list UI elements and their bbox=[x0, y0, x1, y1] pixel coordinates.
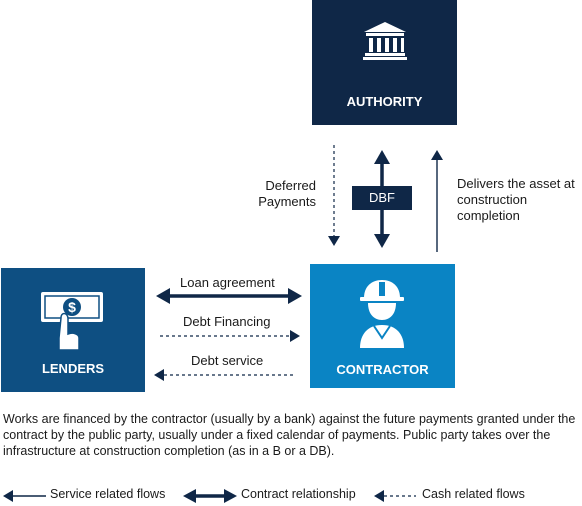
legend-contract-symbol bbox=[183, 489, 237, 503]
lenders-box: $ LENDERS bbox=[1, 268, 145, 392]
debt-financing-label: Debt Financing bbox=[183, 314, 271, 329]
contractor-box: CONTRACTOR bbox=[310, 264, 455, 388]
dbf-label: DBF bbox=[352, 186, 412, 210]
description-text: Works are financed by the contractor (us… bbox=[3, 412, 576, 458]
hand-holding-dollar-bill-icon: $ bbox=[41, 292, 103, 350]
debt-service-arrow bbox=[154, 369, 294, 381]
legend-contract-label: Contract relationship bbox=[241, 487, 356, 501]
contractor-label: CONTRACTOR bbox=[336, 362, 429, 377]
authority-box: AUTHORITY bbox=[312, 0, 457, 125]
svg-text:$: $ bbox=[68, 299, 76, 315]
legend-service-label: Service related flows bbox=[50, 487, 166, 501]
debt-service-label: Debt service bbox=[191, 353, 264, 368]
legend-service-symbol bbox=[3, 490, 46, 502]
delivers-asset-label: Delivers the asset at construction compl… bbox=[457, 176, 575, 223]
loan-agreement-arrow bbox=[156, 288, 302, 304]
lenders-label: LENDERS bbox=[41, 361, 105, 376]
authority-label: AUTHORITY bbox=[346, 94, 423, 109]
debt-financing-arrow bbox=[160, 330, 300, 342]
legend-cash-label: Cash related flows bbox=[422, 487, 525, 501]
government-building-icon bbox=[363, 22, 407, 60]
legend: Service related flows Contract relations… bbox=[0, 484, 582, 506]
deferred-payments-arrow bbox=[328, 145, 340, 246]
construction-worker-icon bbox=[360, 280, 404, 348]
delivers-asset-arrow bbox=[431, 150, 443, 252]
loan-agreement-label: Loan agreement bbox=[180, 275, 275, 290]
legend-cash-symbol bbox=[374, 490, 416, 502]
deferred-payments-label: Deferred Payments bbox=[258, 178, 316, 209]
